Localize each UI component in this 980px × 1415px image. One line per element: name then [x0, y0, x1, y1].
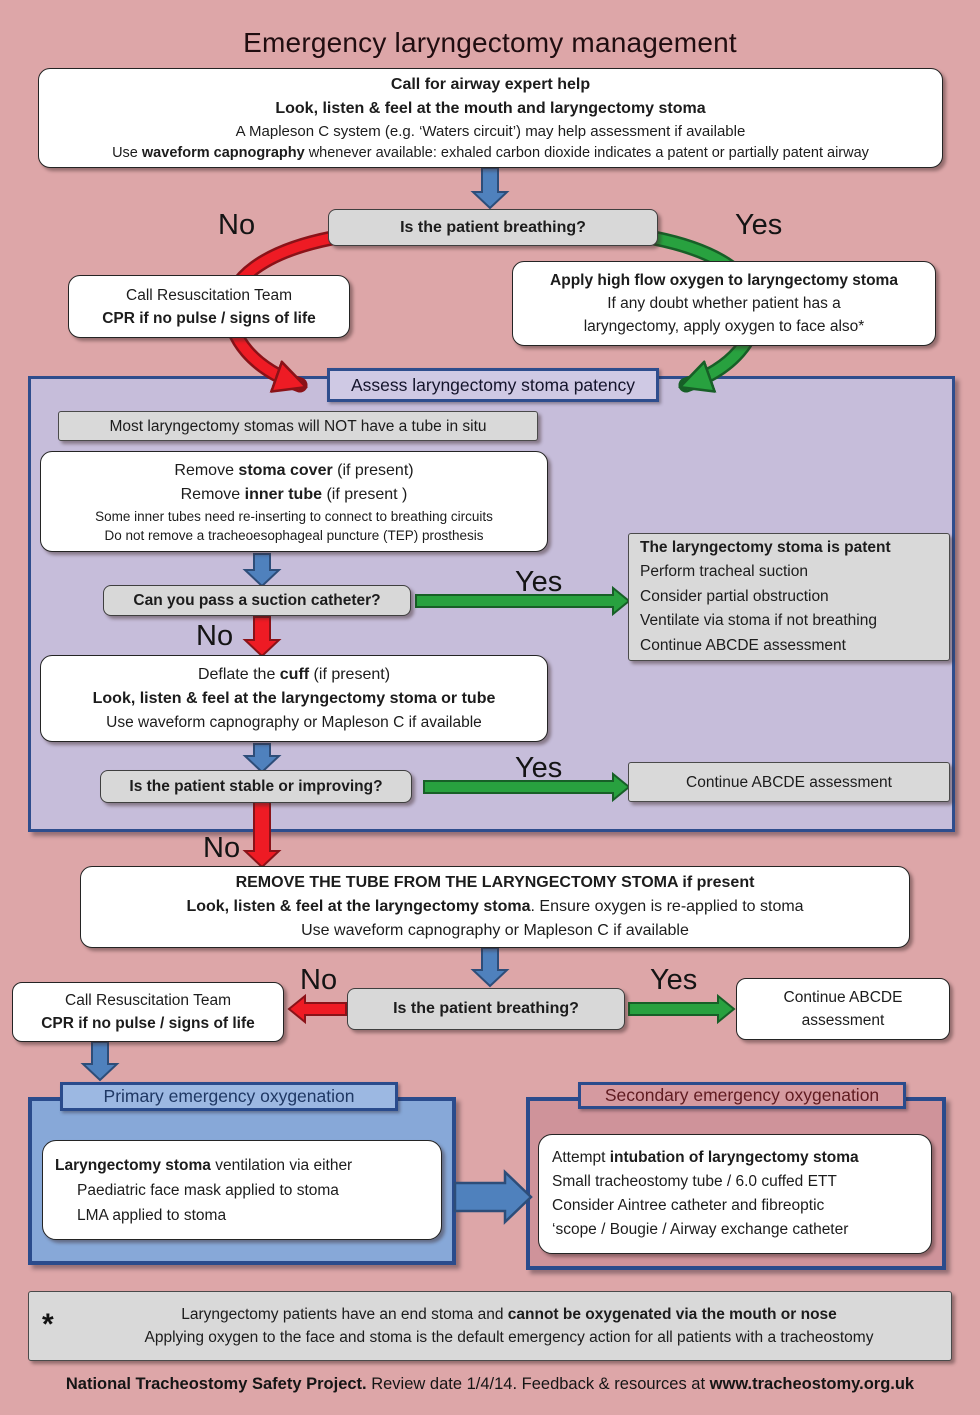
continue-abcde-box-1: Continue ABCDE assessment: [628, 762, 950, 802]
text-line: The laryngectomy stoma is patent: [640, 538, 891, 556]
arrow-down-blue-removetube: [470, 947, 510, 988]
text-line: Perform tracheal suction: [640, 563, 808, 581]
airway-expert-help-box: Call for airway expert help Look, listen…: [38, 68, 943, 168]
text-line: Paediatric face mask applied to stoma: [77, 1181, 339, 1199]
text-line: Call Resuscitation Team: [126, 286, 292, 304]
footer-credit: National Tracheostomy Safety Project. Re…: [0, 1370, 980, 1398]
page-title: Emergency laryngectomy management: [243, 27, 737, 58]
arrow-left-red-breathing2-no: [287, 993, 347, 1025]
text-line: Call for airway expert help: [390, 75, 591, 93]
question-breathing-1: Is the patient breathing?: [328, 209, 658, 246]
text-line: CPR if no pulse / signs of life: [102, 309, 316, 327]
text-line: Do not remove a tracheoesophageal punctu…: [104, 527, 484, 543]
arrow-right-green-stable-yes: [423, 771, 631, 803]
text-line: Continue ABCDE: [783, 989, 903, 1006]
arrow-down-red-no-stable: [242, 800, 282, 869]
footnote-box: Laryngectomy patients have an end stoma …: [28, 1291, 952, 1361]
footnote-line: Laryngectomy patients have an end stoma …: [181, 1306, 837, 1323]
text-line: A Mapleson C system (e.g. ‘Waters circui…: [235, 122, 746, 140]
footnote-line: Applying oxygen to the face and stoma is…: [144, 1329, 874, 1346]
text-line: assessment: [801, 1012, 885, 1029]
label-yes-4: Yes: [650, 964, 698, 996]
secondary-oxygenation-box: Attempt intubation of laryngectomy stoma…: [538, 1134, 932, 1254]
continue-abcde-box-2: Continue ABCDE assessment: [736, 978, 950, 1040]
text-line: Look, listen & feel at the mouth and lar…: [275, 99, 706, 117]
text-line: Some inner tubes need re-inserting to co…: [95, 508, 493, 524]
arrow-right-green-breathing2-yes: [628, 993, 736, 1025]
text-line: Small tracheostomy tube / 6.0 cuffed ETT: [552, 1173, 837, 1190]
text-line: Use waveform capnography or Mapleson C i…: [301, 922, 689, 939]
text-line: Consider Aintree catheter and fibreoptic: [552, 1197, 825, 1214]
text-line: laryngectomy, apply oxygen to face also*: [583, 318, 865, 335]
resuscitation-team-box-1: Call Resuscitation Team CPR if no pulse …: [68, 275, 350, 338]
text-line: Ventilate via stoma if not breathing: [640, 612, 877, 630]
text-line: Use waveform capnography whenever availa…: [112, 144, 869, 161]
label-yes-1: Yes: [735, 209, 783, 241]
question-stable-improving: Is the patient stable or improving?: [100, 770, 412, 803]
asterisk-marker: *: [42, 1308, 54, 1341]
label-no-3: No: [203, 832, 241, 864]
arrow-down-red-no-suction: [242, 616, 282, 658]
deflate-cuff-box: Deflate the cuff (if present) Look, list…: [40, 655, 548, 742]
arrow-right-blue-primary-to-secondary: [453, 1169, 533, 1225]
text-line: Look, listen & feel at the laryngectomy …: [92, 690, 496, 707]
label-yes-2: Yes: [515, 566, 563, 598]
primary-oxygenation-box: Laryngectomy stoma ventilation via eithe…: [42, 1140, 442, 1240]
label-no-2: No: [196, 620, 234, 652]
remove-tube-box: REMOVE THE TUBE FROM THE LARYNGECTOMY ST…: [80, 866, 910, 948]
text-line: Consider partial obstruction: [640, 587, 829, 605]
arrow-down-blue-deflate: [242, 743, 282, 774]
text-line: Look, listen & feel at the laryngectomy …: [186, 898, 804, 915]
footer-text: National Tracheostomy Safety Project. Re…: [65, 1374, 915, 1393]
remove-covers-box: Remove stoma cover (if present) Remove i…: [40, 451, 548, 552]
label-yes-3: Yes: [515, 752, 563, 784]
primary-oxygenation-header: Primary emergency oxygenation: [60, 1082, 398, 1111]
question-breathing-2: Is the patient breathing?: [347, 988, 625, 1030]
stoma-patent-box: The laryngectomy stoma is patent Perform…: [628, 533, 950, 661]
arrow-down-blue-top: [470, 167, 510, 210]
text-line: Continue ABCDE assessment: [640, 636, 846, 654]
text-line: Apply high flow oxygen to laryngectomy s…: [550, 272, 898, 289]
arrow-down-blue-remove: [242, 553, 282, 588]
arrow-right-green-suction-yes: [415, 585, 631, 617]
text-line: Deflate the cuff (if present): [197, 666, 391, 683]
question-suction-catheter: Can you pass a suction catheter?: [103, 585, 411, 616]
arrow-down-blue-resus: [80, 1041, 120, 1082]
assess-patency-header: Assess laryngectomy stoma patency: [327, 368, 659, 402]
text-line: CPR if no pulse / signs of life: [41, 1015, 255, 1032]
text-line: ‘scope / Bougie / Airway exchange cathet…: [552, 1221, 849, 1238]
text-line: Remove inner tube (if present ): [180, 485, 408, 503]
no-tube-note-box: Most laryngectomy stomas will NOT have a…: [58, 411, 538, 441]
label-no-4: No: [300, 964, 338, 996]
high-flow-oxygen-box: Apply high flow oxygen to laryngectomy s…: [512, 261, 936, 346]
label-no-1: No: [218, 209, 256, 241]
text-line: LMA applied to stoma: [77, 1206, 227, 1224]
resuscitation-team-box-2: Call Resuscitation Team CPR if no pulse …: [12, 982, 284, 1042]
text-line: Laryngectomy stoma ventilation via eithe…: [55, 1156, 353, 1174]
text-line: REMOVE THE TUBE FROM THE LARYNGECTOMY ST…: [235, 874, 755, 891]
text-line: Remove stoma cover (if present): [174, 461, 414, 479]
text-line: If any doubt whether patient has a: [607, 295, 841, 312]
text-line: Attempt intubation of laryngectomy stoma: [552, 1149, 859, 1166]
text-line: Call Resuscitation Team: [65, 992, 231, 1009]
secondary-oxygenation-header: Secondary emergency oxygenation: [578, 1082, 906, 1109]
text-line: Use waveform capnography or Mapleson C i…: [106, 714, 482, 731]
